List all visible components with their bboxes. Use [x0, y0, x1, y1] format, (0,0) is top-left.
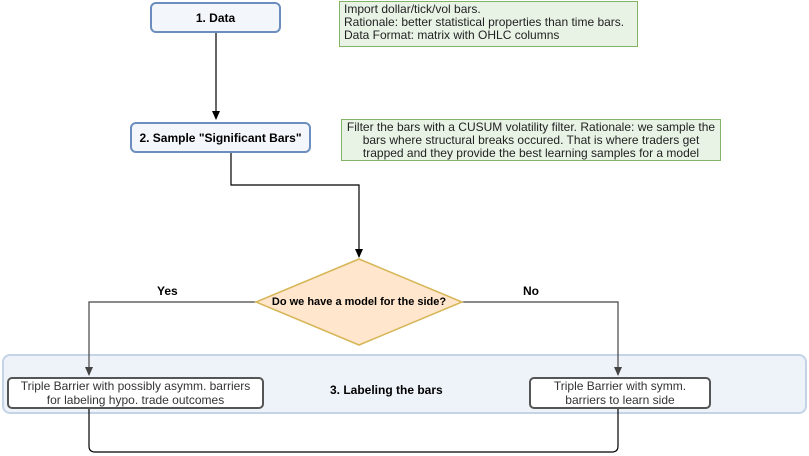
edge-bottom-join — [88, 409, 619, 453]
data-note-line: Rationale: better statistical properties… — [344, 15, 625, 29]
leaf-triple-barrier-asymm[interactable]: Triple Barrier with possibly asymm. barr… — [7, 377, 264, 409]
sample-note-line: Filter the bars with a CUSUM volatility … — [346, 120, 716, 134]
node-data[interactable]: 1. Data — [150, 2, 281, 33]
edge-label-no: No — [523, 284, 539, 298]
edge-label-yes: Yes — [157, 284, 178, 298]
leaf-right-line: barriers to learn side — [565, 393, 675, 407]
node-sample[interactable]: 2. Sample "Significant Bars" — [130, 122, 311, 153]
edge-sample-to-decision — [230, 153, 363, 258]
labeling-lane-title: 3. Labeling the bars — [330, 383, 443, 397]
sample-note: Filter the bars with a CUSUM volatility … — [341, 119, 721, 161]
leaf-left-line: Triple Barrier with possibly asymm. barr… — [20, 379, 251, 393]
decision-diamond — [254, 258, 464, 346]
sample-note-line: bars where structural breaks occured. Th… — [362, 133, 700, 147]
data-note-line: Import dollar/tick/vol bars. — [344, 2, 481, 16]
leaf-triple-barrier-symm[interactable]: Triple Barrier with symm. barriers to le… — [529, 377, 711, 409]
leaf-left-line: for labeling hypo. trade outcomes — [46, 393, 225, 407]
leaf-right-line: Triple Barrier with symm. — [553, 379, 687, 393]
decision-label: Do we have a model for the side? — [271, 296, 447, 308]
node-data-label: 1. Data — [195, 10, 236, 25]
data-note-line: Data Format: matrix with OHLC columns — [344, 28, 560, 42]
sample-note-line: trapped and they provide the best learni… — [362, 146, 700, 160]
edge-no — [462, 301, 622, 376]
node-sample-label: 2. Sample "Significant Bars" — [139, 130, 302, 145]
data-note: Import dollar/tick/vol bars. Rationale: … — [339, 1, 638, 47]
edge-yes — [85, 301, 256, 376]
